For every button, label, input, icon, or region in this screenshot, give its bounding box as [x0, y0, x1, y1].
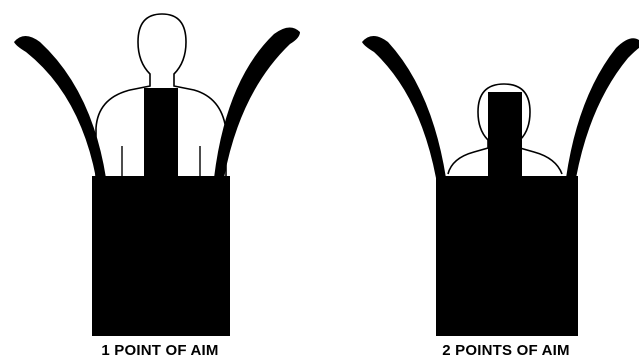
panel-1-sight-base: [92, 176, 230, 336]
panel-1-right-arm: [214, 27, 300, 178]
panel-2-points-of-aim: [362, 36, 639, 336]
panel-1-left-arm: [14, 36, 106, 178]
panel-1-front-sight-post: [144, 88, 178, 184]
panel-2-front-sight-post: [488, 92, 522, 184]
panel-1-caption: 1 POINT OF AIM: [101, 342, 218, 359]
panel-2-caption: 2 POINTS OF AIM: [442, 342, 569, 359]
panel-1-point-of-aim: [14, 14, 300, 336]
panel-2-right-arm: [566, 38, 639, 178]
panel-2-sight-base: [436, 176, 578, 336]
panel-2-left-arm: [362, 36, 446, 178]
